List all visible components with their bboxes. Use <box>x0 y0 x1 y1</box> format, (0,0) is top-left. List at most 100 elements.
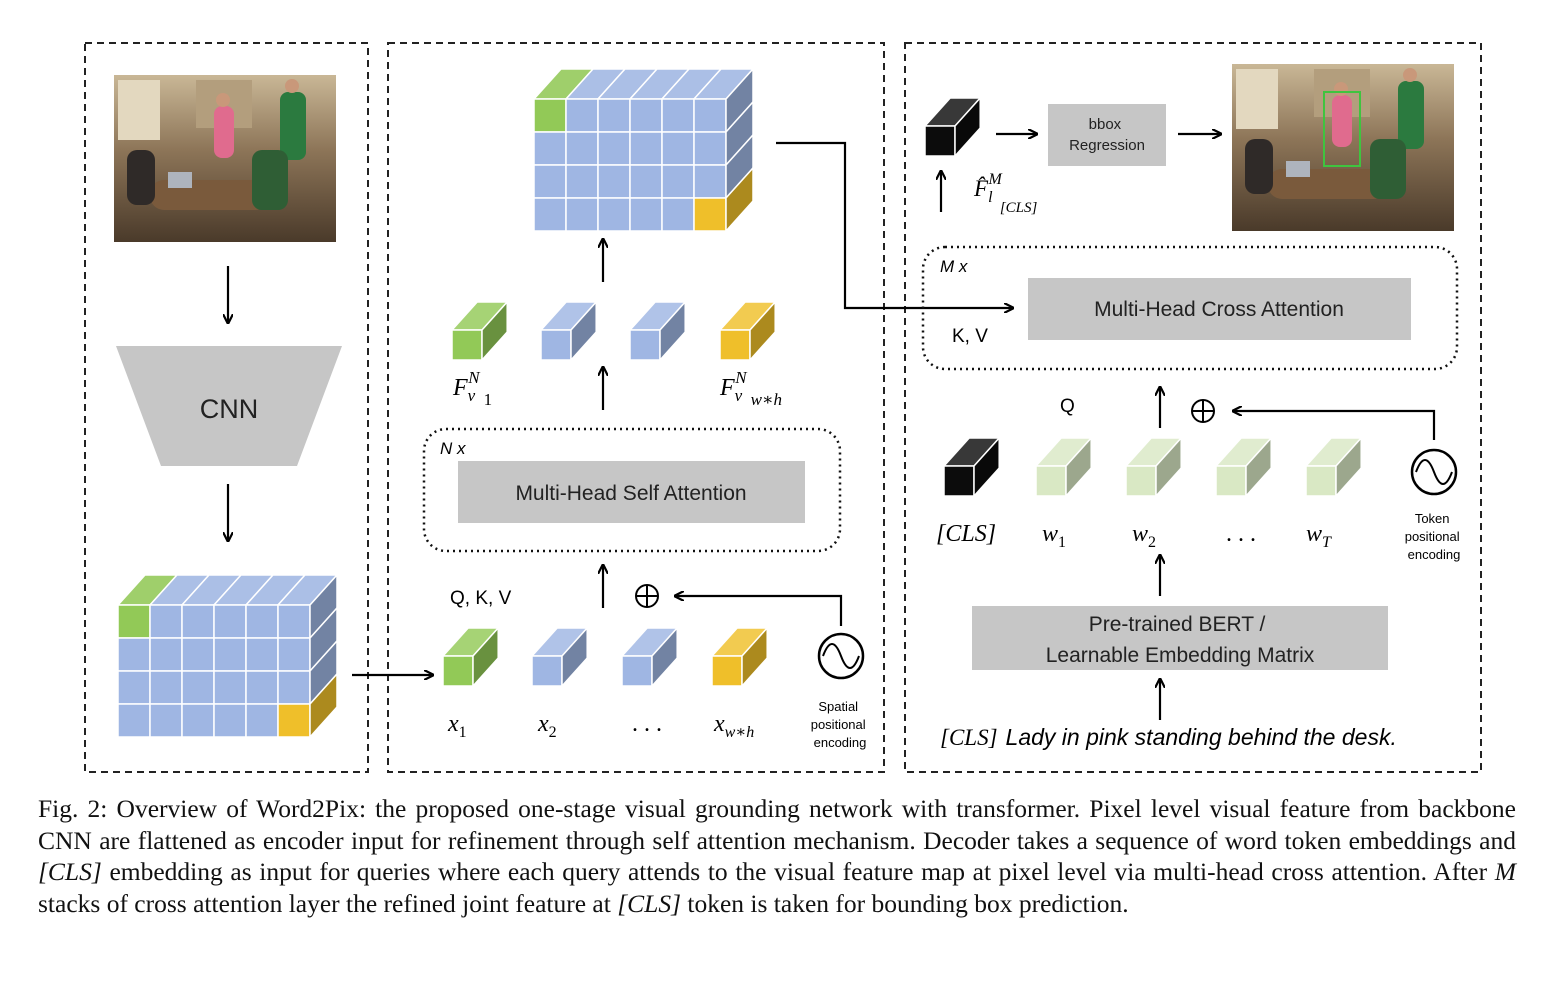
tensor-front-cell <box>245 670 279 705</box>
cube-side-face <box>749 300 776 362</box>
cube-front-face <box>1035 465 1067 497</box>
cube-side-face <box>741 626 768 688</box>
cross-attention-block <box>1028 278 1411 340</box>
cube-front-face <box>442 655 474 687</box>
feature-cube-icon <box>620 626 679 688</box>
token-wT: wT <box>1306 521 1332 551</box>
cube-front-face <box>531 655 563 687</box>
tensor-front-cell <box>693 164 727 199</box>
feature-cube-icon <box>1304 436 1363 498</box>
tensor-front-cell <box>277 637 311 672</box>
token-cls: [CLS] <box>936 521 996 547</box>
tensor-front-cell <box>149 703 183 738</box>
token-pe-label: Token positional encoding <box>1405 511 1464 562</box>
feature-cube-icon <box>942 436 1001 498</box>
cube-side-face <box>651 626 678 688</box>
tensor-front-cell <box>213 604 247 639</box>
token-w1: w1 <box>1042 521 1066 551</box>
feature-cube-icon <box>539 300 598 362</box>
left-arrow-icon <box>1234 411 1436 440</box>
word-token-cubes <box>942 436 1363 498</box>
bbox-regression-label: bbox Regression <box>1069 116 1145 154</box>
tensor-front-cell <box>661 197 695 232</box>
tensor-front-cell <box>565 98 599 133</box>
kv-label: K, V <box>952 326 988 347</box>
output-photo <box>1232 64 1454 231</box>
tensor-front-cell <box>245 703 279 738</box>
q-label: Q <box>1060 396 1075 417</box>
svg-text:FvN1: FvN1 <box>452 368 492 409</box>
tensor-front-cell <box>181 637 215 672</box>
tensor-front-cell <box>149 637 183 672</box>
tensor-front-cell <box>565 197 599 232</box>
feature-cube-icon <box>441 626 500 688</box>
cube-side-face <box>1065 436 1092 498</box>
token-x1: x1 <box>447 711 467 741</box>
feature-cube-icon <box>710 626 769 688</box>
cube-side-face <box>472 626 499 688</box>
tensor-front-cell <box>629 164 663 199</box>
panel-decoder-border <box>904 42 1482 773</box>
tensor-front-cell <box>533 98 567 133</box>
feature-cube-icon <box>628 300 687 362</box>
tensor-front-cell <box>117 637 151 672</box>
feature-cube-icon <box>923 96 982 158</box>
cube-side-face <box>481 300 508 362</box>
tensor-front-cell <box>629 197 663 232</box>
self-attention-label: Multi-Head Self Attention <box>515 482 746 505</box>
token-x-ellipsis: . . . <box>632 711 662 737</box>
tensor-front-cell <box>533 164 567 199</box>
tensor-front-cell <box>597 164 631 199</box>
cube-front-face <box>1305 465 1337 497</box>
feature-cube-icon <box>1124 436 1183 498</box>
tensor-front-cell <box>117 670 151 705</box>
encoded-feature-cubes <box>450 300 777 362</box>
tensor-side-cell <box>309 672 338 739</box>
tensor-front-cell <box>117 604 151 639</box>
cube-front-face <box>540 329 572 361</box>
tensor-front-cell <box>597 197 631 232</box>
tensor-front-cell <box>597 131 631 166</box>
cube-front-face <box>1125 465 1157 497</box>
tensor-front-cell <box>149 604 183 639</box>
feature-map-tensor-encoded <box>532 67 755 233</box>
positional-encoding-icon <box>817 632 865 680</box>
positional-encoding-icon <box>1410 448 1458 496</box>
tensor-front-cell <box>117 703 151 738</box>
tensor-front-cell <box>565 131 599 166</box>
query-text: [CLS]Lady in pink standing behind the de… <box>940 724 1397 750</box>
qkv-label: Q, K, V <box>450 588 512 609</box>
tensor-front-cell <box>245 604 279 639</box>
bbox-regression-block <box>1048 104 1166 166</box>
predicted-bounding-box <box>1323 91 1361 167</box>
tensor-front-cell <box>213 703 247 738</box>
cube-side-face <box>1335 436 1362 498</box>
cube-front-face <box>711 655 743 687</box>
cube-side-face <box>1155 436 1182 498</box>
tensor-front-cell <box>629 98 663 133</box>
tensor-front-cell <box>693 197 727 232</box>
cls-feature-label: F̂lM[CLS] <box>973 171 1038 216</box>
tensor-front-cell <box>661 98 695 133</box>
cube-side-face <box>954 96 981 158</box>
token-w-ellipsis: . . . <box>1226 521 1256 547</box>
encoder-stack-dotted <box>422 427 842 553</box>
cls-output-cube <box>923 96 982 158</box>
spatial-pe-label: Spatial positional encoding <box>811 699 870 750</box>
token-w2: w2 <box>1132 521 1156 551</box>
cube-front-face <box>924 125 956 157</box>
input-feature-cubes <box>441 626 769 688</box>
token-x2: x2 <box>537 711 557 741</box>
architecture-diagram: CNN FvN1 FvNw∗h N x Multi-Head Self Atte… <box>84 42 1482 773</box>
cnn-label: CNN <box>200 394 259 424</box>
cube-front-face <box>719 329 751 361</box>
feature-cube-icon <box>1214 436 1273 498</box>
svg-text:FvNw∗h: FvNw∗h <box>719 368 782 409</box>
tensor-front-cell <box>629 131 663 166</box>
encoder-repeat-label: N x <box>440 439 466 458</box>
feature-cube-icon <box>450 300 509 362</box>
bert-embedding-block <box>972 606 1388 670</box>
cube-side-face <box>659 300 686 362</box>
decoder-stack-dotted <box>921 245 1459 371</box>
feature-cube-icon <box>530 626 589 688</box>
